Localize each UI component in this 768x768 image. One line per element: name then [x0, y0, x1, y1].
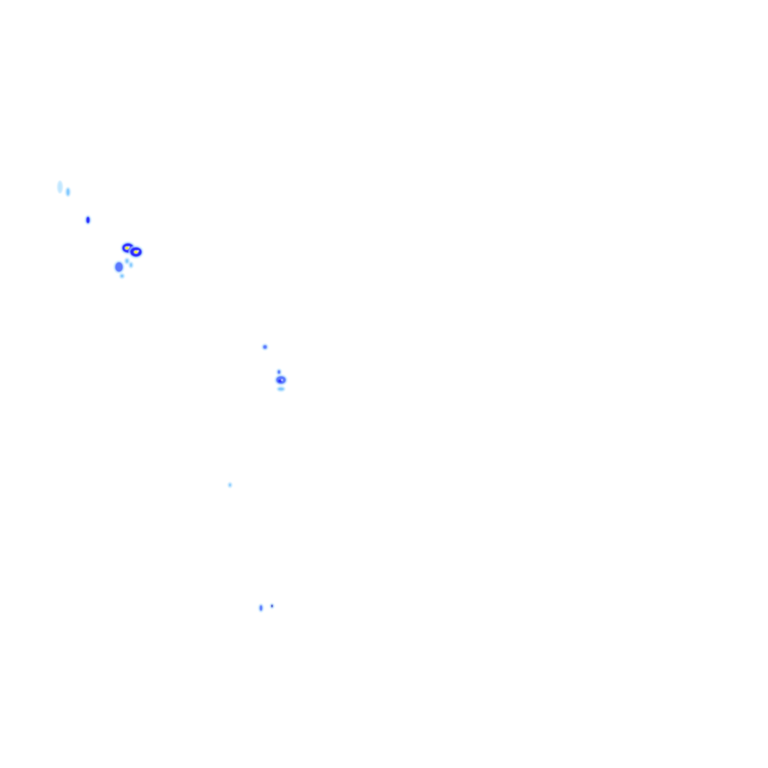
radar-cell-central-2: [276, 368, 282, 376]
radar-cell-s-3: [269, 603, 275, 609]
radar-cell-cluster-e: [128, 261, 134, 269]
radar-cell-cluster-c: [113, 260, 125, 274]
radar-cell-w-1: [84, 215, 92, 225]
radar-cell-s-2: [258, 603, 264, 613]
radar-cell-cluster-b: [128, 245, 144, 259]
radar-cell-central-1: [261, 343, 269, 351]
radar-cell-s-1: [227, 482, 233, 488]
precipitation-cells: [57, 180, 288, 613]
radar-cell-nw-2: [65, 187, 71, 197]
radar-cell-nw-1: [57, 180, 63, 194]
radar-cell-cluster-d: [124, 257, 130, 265]
radar-cell-cluster-f: [119, 273, 125, 279]
radar-cell-central-3: [274, 374, 288, 386]
radar-cell-central-4: [276, 386, 286, 392]
